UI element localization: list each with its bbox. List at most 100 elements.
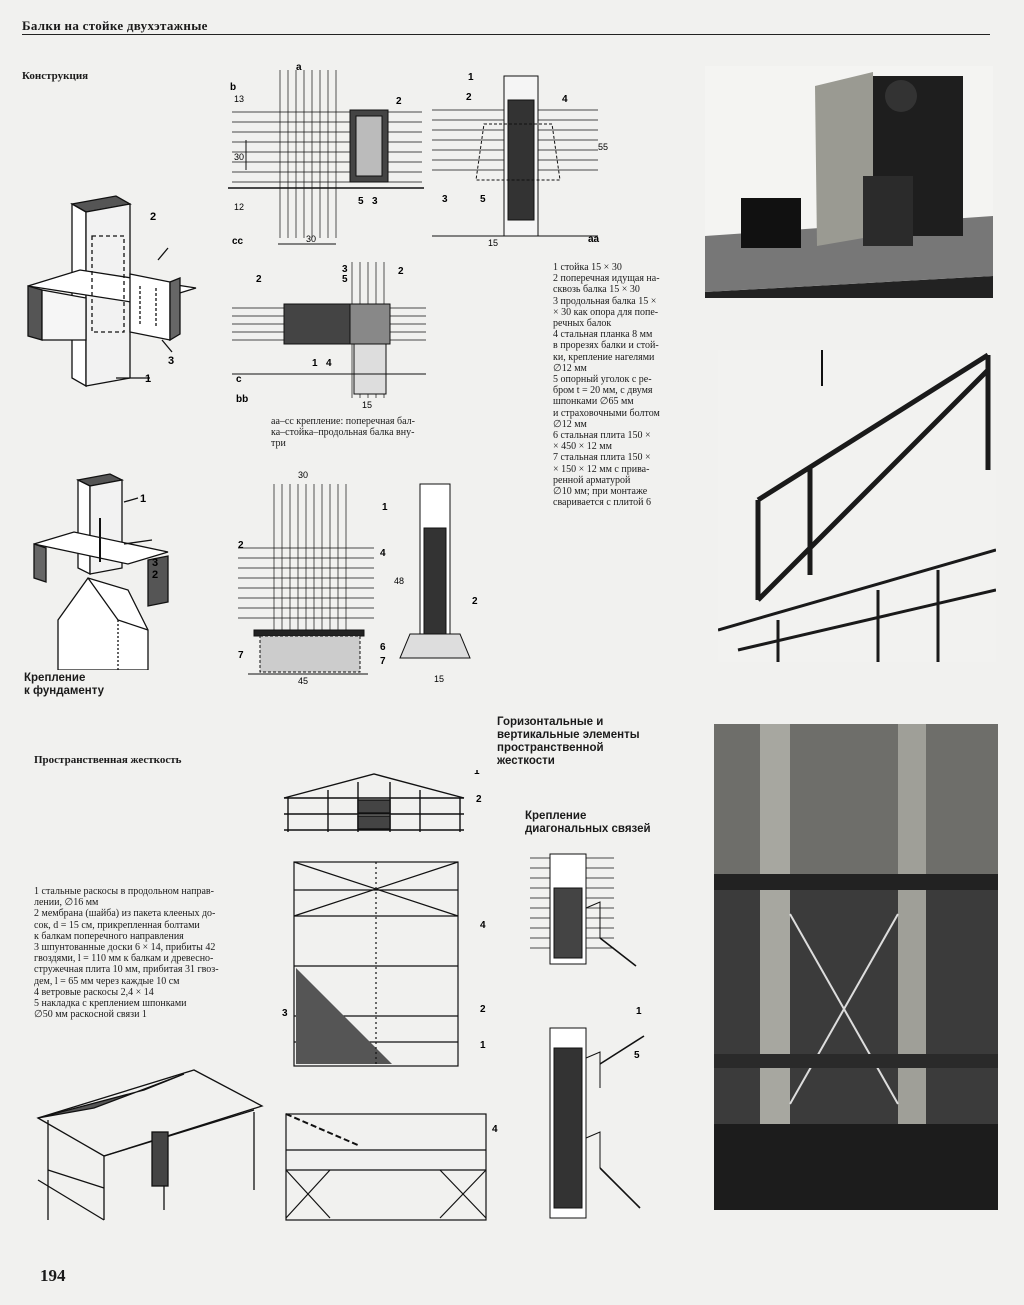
legend-line: ∅12 мм (553, 362, 587, 374)
dim-30-left: 30 (234, 152, 244, 162)
photo-frame-erection (718, 350, 996, 662)
label-c: c (236, 374, 242, 385)
label-3: 3 (372, 196, 378, 207)
label-3: 3 (282, 1008, 288, 1019)
legend-line: 2 поперечная идущая на- (553, 273, 660, 285)
section-title-diagonal-fastening: Крепление диагональных связей (525, 810, 651, 835)
legend-line: ∅50 мм раскосной связи 1 (34, 1009, 147, 1021)
legend-line: ∅12 мм (553, 418, 587, 430)
legend-line: сок, d = 15 см, прикрепленная болтами (34, 919, 200, 931)
label-aa: aa (588, 234, 600, 245)
legend-line: гвоздями, l = 110 мм к балкам и древесно… (34, 953, 214, 965)
label-2: 2 (480, 1004, 486, 1015)
photo-diagonal-bracing (714, 724, 998, 1210)
label-3: 3 (168, 355, 174, 367)
label-7-left: 7 (238, 650, 244, 661)
label-2: 2 (466, 92, 472, 103)
legend-line: лении, ∅16 мм (34, 897, 99, 909)
label-b: b (230, 82, 236, 93)
label-1: 1 (145, 373, 151, 385)
legend-line: ки, крепление нагелями (553, 351, 655, 363)
legend-line: речных балок (553, 318, 612, 330)
caption-line: ка–стойка–продольная балка вну- (271, 427, 415, 439)
legend-line: 6 стальная плита 150 × (553, 430, 651, 442)
diagonal-connection-details: 1 5 (524, 848, 674, 1228)
legend-line: сваривается с плитой 6 (553, 497, 652, 509)
label-1: 1 (480, 1040, 486, 1051)
dim-48: 48 (394, 576, 404, 586)
label-1: 1 (636, 1006, 642, 1017)
legend-line: × 30 как опора для попе- (553, 306, 659, 318)
legend-line: 5 накладка с креплением шпонками (34, 998, 187, 1010)
label-2-right: 2 (472, 596, 478, 607)
legend-line: 3 продольная балка 15 × (553, 295, 657, 307)
label-1: 1 (382, 502, 388, 513)
dim-15: 15 (488, 238, 498, 248)
label-3: 3 (442, 194, 448, 205)
foundation-isometric-drawing: 1 3 2 (28, 470, 188, 670)
legend-line: 3 шпунтованные доски 6 × 14, прибиты 42 (34, 942, 216, 954)
label-2: 2 (256, 274, 262, 285)
dim-15: 15 (362, 400, 372, 408)
label-3: 3 (342, 264, 348, 275)
floor-plan-bracing-drawing: 4 3 2 1 (282, 856, 492, 1070)
legend-line: 1 стальные раскосы в продольном направ- (34, 886, 214, 897)
section-bb-drawing: 3 5 2 2 1 4 c bb 15 (226, 258, 436, 408)
section-title-horizontal-vertical: Горизонтальные и вертикальные элементы п… (497, 716, 640, 767)
label-2: 2 (396, 96, 402, 107)
dim-55: 55 (598, 142, 608, 152)
label-1: 1 (468, 72, 474, 83)
section-aa-drawing: 1 2 4 3 5 aa 55 15 (428, 70, 608, 250)
label-a: a (296, 62, 302, 73)
legend-line: к балкам поперечного направления (34, 930, 184, 942)
label-1: 1 (312, 358, 318, 369)
legend-line: 5 опорный уголок с ре- (553, 374, 652, 386)
isometric-joint-drawing: 2 3 1 (20, 190, 210, 420)
roof-plan-bracing-drawing: 4 (280, 1110, 500, 1226)
label-6: 6 (380, 642, 386, 653)
dim-15: 15 (434, 674, 444, 684)
legend-line: ренной арматурой (553, 474, 631, 486)
dim-13: 13 (234, 94, 244, 104)
legend-line: × 150 × 12 мм с прива- (553, 463, 650, 475)
legend-line: ∅10 мм; при монтаже (553, 486, 648, 498)
building-section-drawing: 1 2 (278, 770, 488, 836)
dim-12: 12 (234, 202, 244, 212)
label-5: 5 (358, 196, 364, 207)
header-rule (22, 34, 990, 35)
label-7: 7 (380, 656, 386, 667)
page-number: 194 (40, 1266, 66, 1285)
label-2: 2 (150, 211, 156, 223)
dim-30: 30 (298, 470, 308, 480)
label-4: 4 (380, 548, 386, 559)
legend-line: 4 стальная планка 8 мм (553, 329, 653, 341)
label-4: 4 (326, 358, 332, 369)
label-2-right: 2 (398, 266, 404, 277)
photo-joint-assembly (705, 66, 993, 298)
legend-line: в прорезях балки и стой- (553, 340, 659, 352)
label-5: 5 (480, 194, 486, 205)
section-title-rigidity: Пространственная жесткость (34, 754, 182, 766)
label-4: 4 (480, 920, 486, 931)
section-title-foundation: Крепление к фундаменту (24, 672, 105, 697)
label-2: 2 (238, 540, 244, 551)
section-title-construction: Конструкция (22, 70, 89, 82)
label-1: 1 (140, 493, 146, 505)
legend-rigidity: 1 стальные раскосы в продольном направ- … (34, 886, 252, 1020)
label-cc: cc (232, 236, 244, 247)
legend-construction: 1 стойка 15 × 30 2 поперечная идущая на-… (553, 262, 689, 508)
caption-line: аа–сс крепление: поперечная бал- (271, 416, 415, 427)
dim-30: 30 (306, 234, 316, 244)
legend-line: × 450 × 12 мм (553, 441, 612, 453)
foundation-section-drawing: 30 1 2 4 2 6 7 7 45 48 15 (234, 468, 494, 688)
legend-line: стружечная плита 10 мм, прибитая 31 гвоз… (34, 964, 219, 976)
label-bb: bb (236, 394, 248, 405)
label-5: 5 (342, 274, 348, 285)
dim-45: 45 (298, 676, 308, 686)
legend-line: 1 стойка 15 × 30 (553, 262, 622, 273)
legend-line: 4 ветровые раскосы 2,4 × 14 (34, 986, 154, 998)
bracing-isometric-drawing (34, 1060, 266, 1224)
caption-aa-cc: аа–сс крепление: поперечная бал- ка–стой… (271, 416, 431, 450)
legend-line: и страховочными болтом (553, 407, 660, 419)
legend-line: 7 стальная плита 150 × (553, 452, 651, 464)
